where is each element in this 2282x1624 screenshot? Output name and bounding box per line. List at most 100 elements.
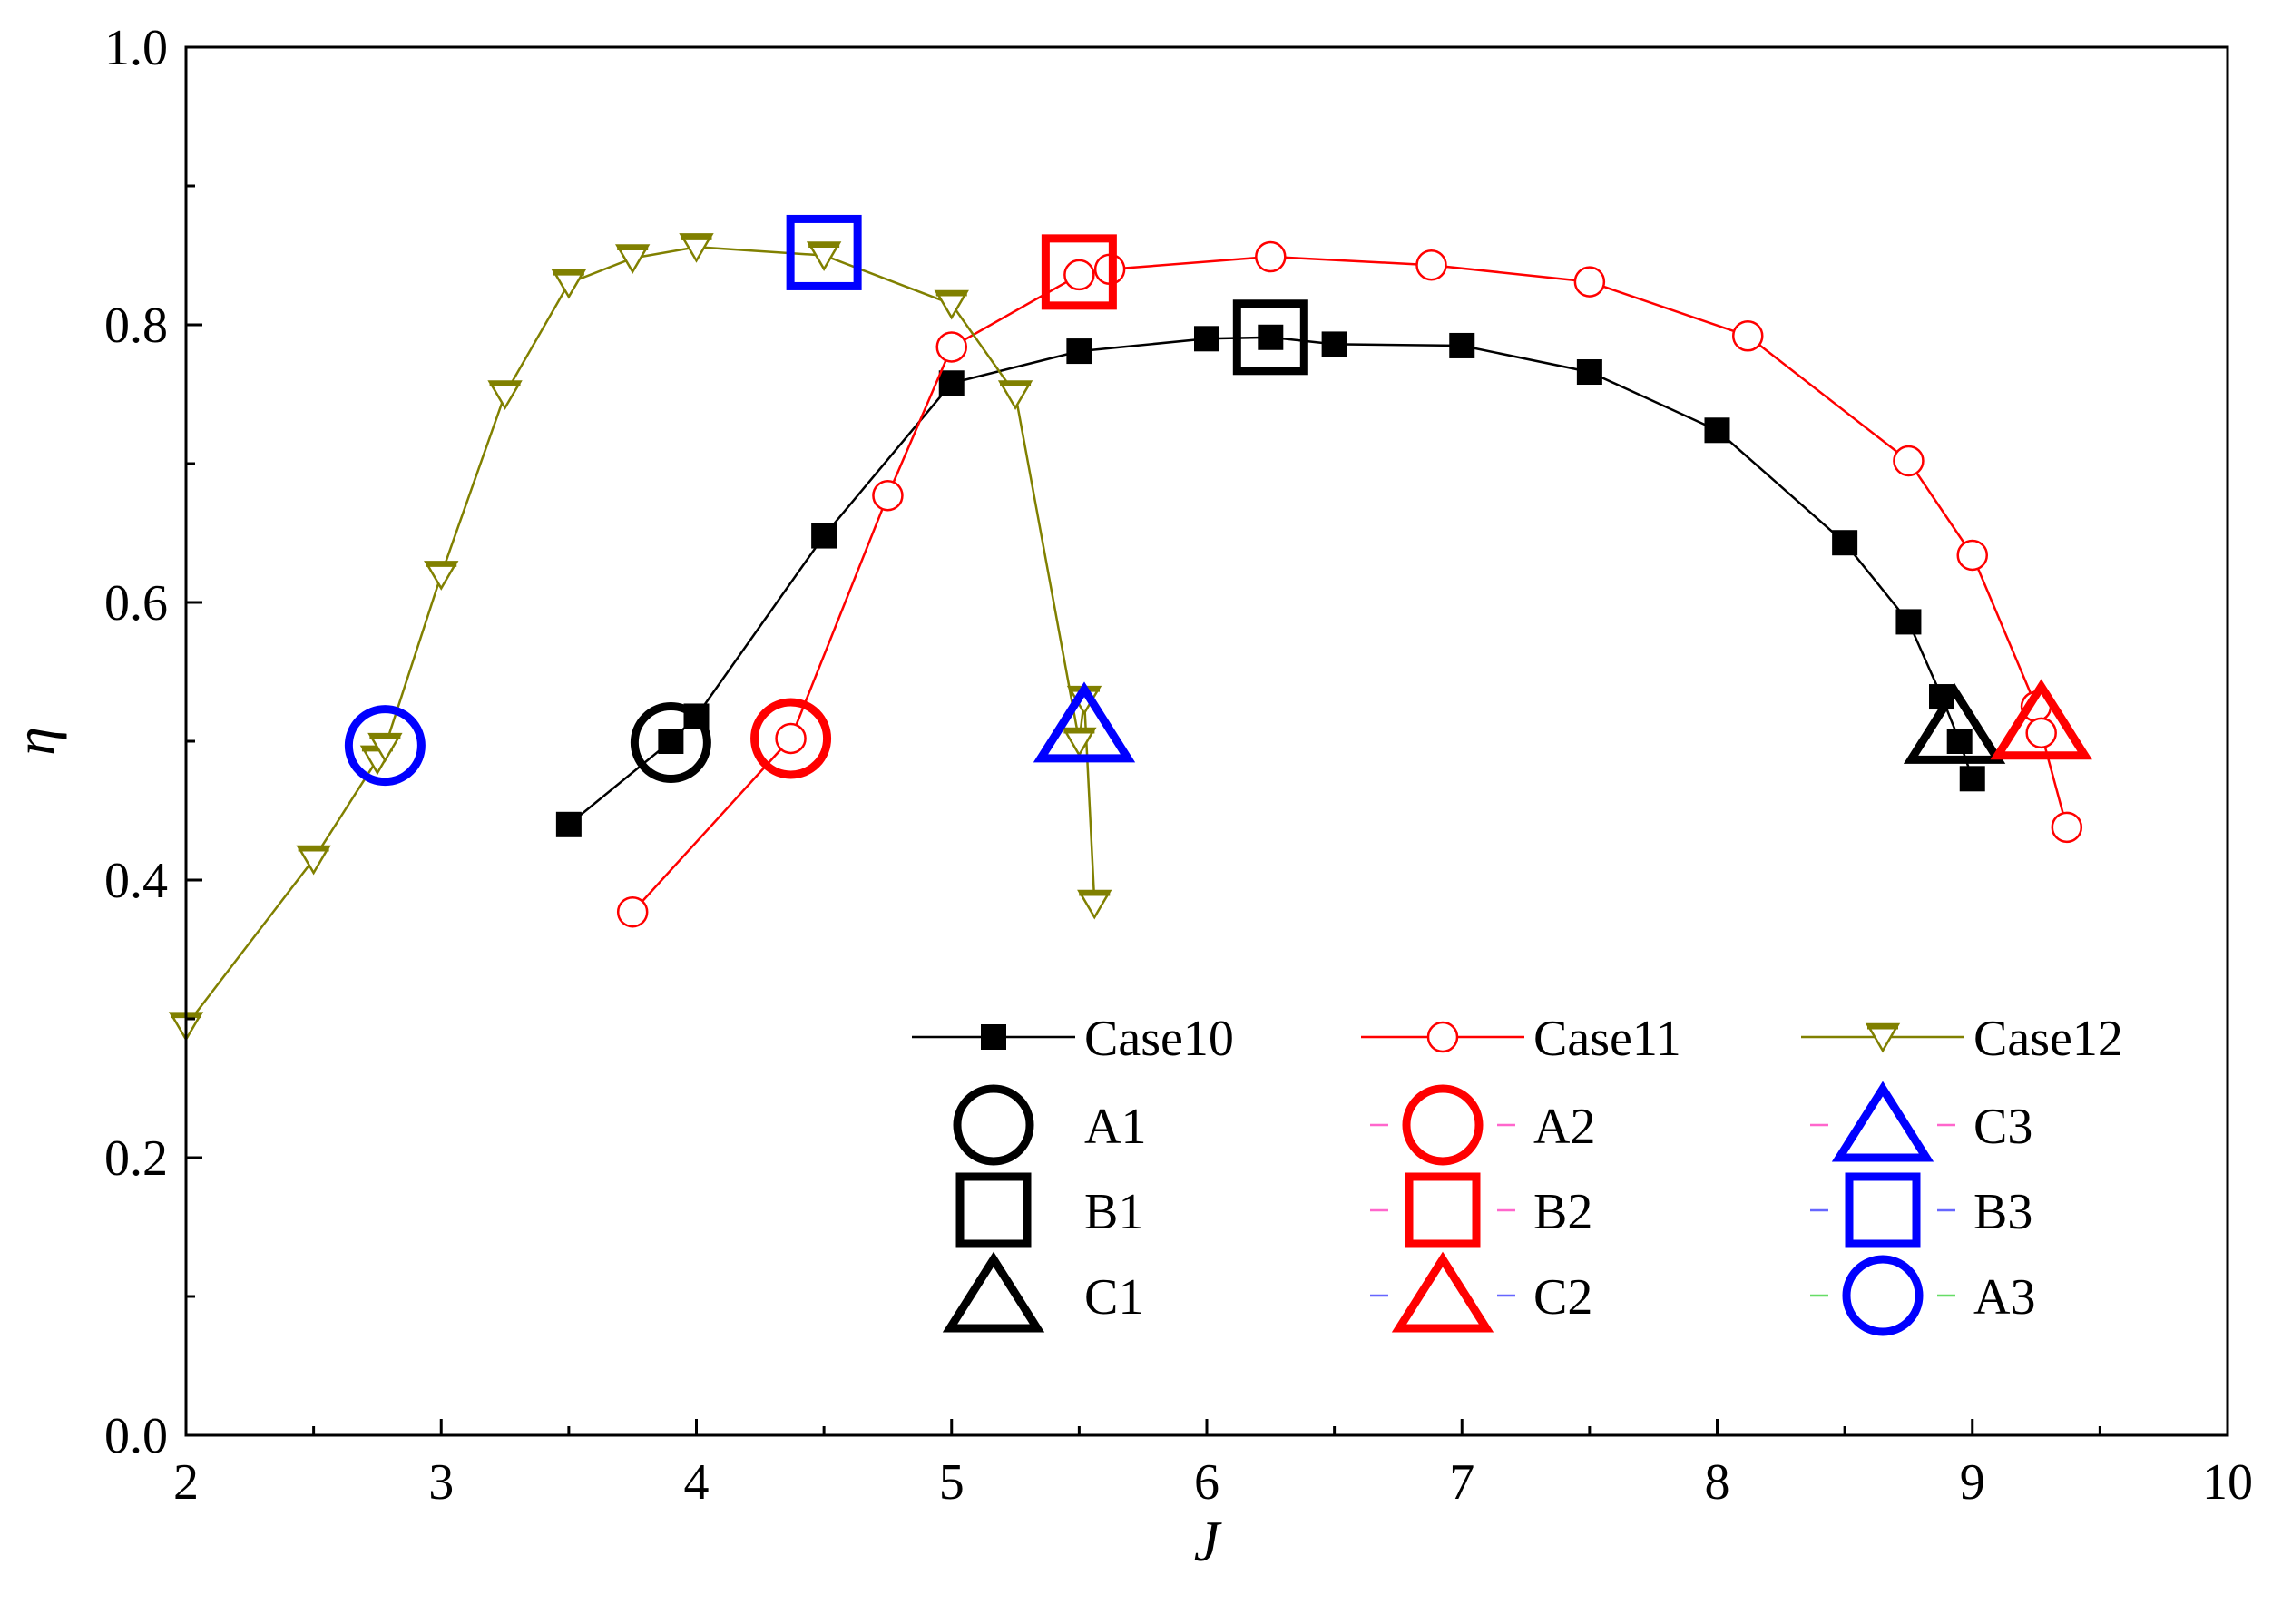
y-tick-label: 1.0 — [104, 20, 168, 76]
x-tick-label: 7 — [1449, 1454, 1474, 1511]
highlight-a2 — [750, 698, 832, 779]
data-point — [1732, 319, 1764, 352]
legend-label: A1 — [1084, 1099, 1146, 1155]
legend-marker — [1402, 1084, 1484, 1166]
legend-label: Case11 — [1533, 1011, 1681, 1067]
data-point — [2051, 811, 2083, 844]
data-point — [1062, 727, 1097, 758]
data-point — [1959, 766, 1985, 792]
data-point — [1066, 338, 1092, 365]
highlight-b1 — [1232, 299, 1308, 376]
legend-label: C1 — [1084, 1269, 1143, 1326]
legend-label: C2 — [1533, 1269, 1592, 1326]
legend-item-c2: C2 — [1370, 1251, 1592, 1333]
data-point — [487, 380, 523, 410]
data-point — [811, 523, 837, 549]
data-point — [1946, 729, 1973, 754]
y-tick-label: 0.6 — [104, 575, 168, 631]
data-point — [1077, 889, 1112, 920]
y-tick-label: 0.4 — [104, 853, 168, 909]
data-point — [658, 729, 684, 754]
data-point — [997, 380, 1033, 410]
data-point — [775, 722, 807, 755]
legend-label: A3 — [1973, 1269, 2035, 1326]
series-case12 — [168, 233, 1112, 1042]
legend-marker — [942, 1251, 1045, 1333]
series-layer — [168, 233, 2083, 1042]
legend-marker — [955, 1172, 1032, 1248]
data-point — [1573, 266, 1606, 298]
data-point — [1194, 326, 1219, 352]
legend-item-case10: Case10 — [912, 1011, 1234, 1067]
data-point — [1258, 324, 1284, 350]
highlight-c2 — [1990, 679, 2092, 760]
legend-item-case12: Case12 — [1801, 1011, 2123, 1067]
y-axis-title: η — [3, 727, 67, 756]
data-point — [935, 331, 967, 363]
data-point — [1449, 332, 1475, 358]
legend-label: C3 — [1973, 1099, 2032, 1155]
data-point — [2025, 717, 2057, 749]
highlight-c1 — [1903, 682, 2006, 764]
data-point — [1704, 417, 1730, 444]
highlight-b3 — [786, 214, 862, 290]
data-point — [367, 732, 403, 763]
data-point — [555, 811, 582, 837]
legend-item-c3: C3 — [1810, 1081, 2032, 1162]
legend-label: A2 — [1533, 1099, 1595, 1155]
series-case10 — [555, 324, 1985, 837]
data-point — [615, 244, 651, 275]
legend-item-b1: B1 — [955, 1172, 1143, 1248]
x-tick-label: 9 — [1960, 1454, 1985, 1511]
legend-marker — [981, 1024, 1006, 1050]
x-axis-title: J — [1194, 1509, 1222, 1573]
legend-marker — [1426, 1021, 1459, 1053]
y-tick-label: 0.8 — [104, 298, 168, 354]
legend-label: B2 — [1533, 1184, 1592, 1240]
data-point — [1832, 530, 1858, 556]
x-tick-label: 3 — [428, 1454, 454, 1511]
legend-marker — [1865, 1022, 1901, 1053]
highlight-a3 — [344, 705, 426, 787]
legend-marker — [953, 1084, 1034, 1166]
legend-marker — [1831, 1081, 1934, 1162]
legend-item-a3: A3 — [1810, 1255, 2035, 1336]
y-tick-label: 0.2 — [104, 1130, 168, 1187]
data-point — [551, 269, 587, 299]
data-point — [296, 845, 331, 876]
data-point — [1415, 249, 1447, 281]
x-tick-label: 5 — [939, 1454, 965, 1511]
data-point — [1063, 259, 1095, 291]
legend-item-a1: A1 — [953, 1084, 1146, 1166]
legend-label: B1 — [1084, 1184, 1143, 1240]
legend-item-a2: A2 — [1370, 1084, 1595, 1166]
data-point — [1895, 609, 1922, 635]
data-point — [1956, 539, 1988, 572]
legend-item-b3: B3 — [1810, 1172, 2032, 1248]
legend-marker — [1405, 1172, 1481, 1248]
y-tick-label: 0.0 — [104, 1408, 168, 1464]
legend-label: Case12 — [1973, 1011, 2123, 1067]
data-point — [616, 895, 649, 928]
x-tick-label: 8 — [1705, 1454, 1730, 1511]
data-point — [938, 370, 965, 396]
highlight-b2 — [1041, 234, 1117, 310]
legend-item-case11: Case11 — [1361, 1011, 1681, 1067]
x-tick-label: 4 — [684, 1454, 710, 1511]
data-point — [1576, 359, 1602, 386]
x-tick-label: 10 — [2202, 1454, 2253, 1511]
data-point — [679, 233, 714, 263]
legend-label: B3 — [1973, 1184, 2032, 1240]
highlight-a1 — [630, 702, 711, 784]
legend-marker — [1842, 1255, 1924, 1336]
data-point — [1893, 445, 1925, 477]
series-line — [632, 255, 2069, 914]
highlight-layer — [344, 214, 2092, 787]
legend-marker — [1845, 1172, 1921, 1248]
data-point — [1255, 240, 1287, 273]
data-point — [934, 289, 969, 320]
highlight-c3 — [1033, 681, 1136, 763]
